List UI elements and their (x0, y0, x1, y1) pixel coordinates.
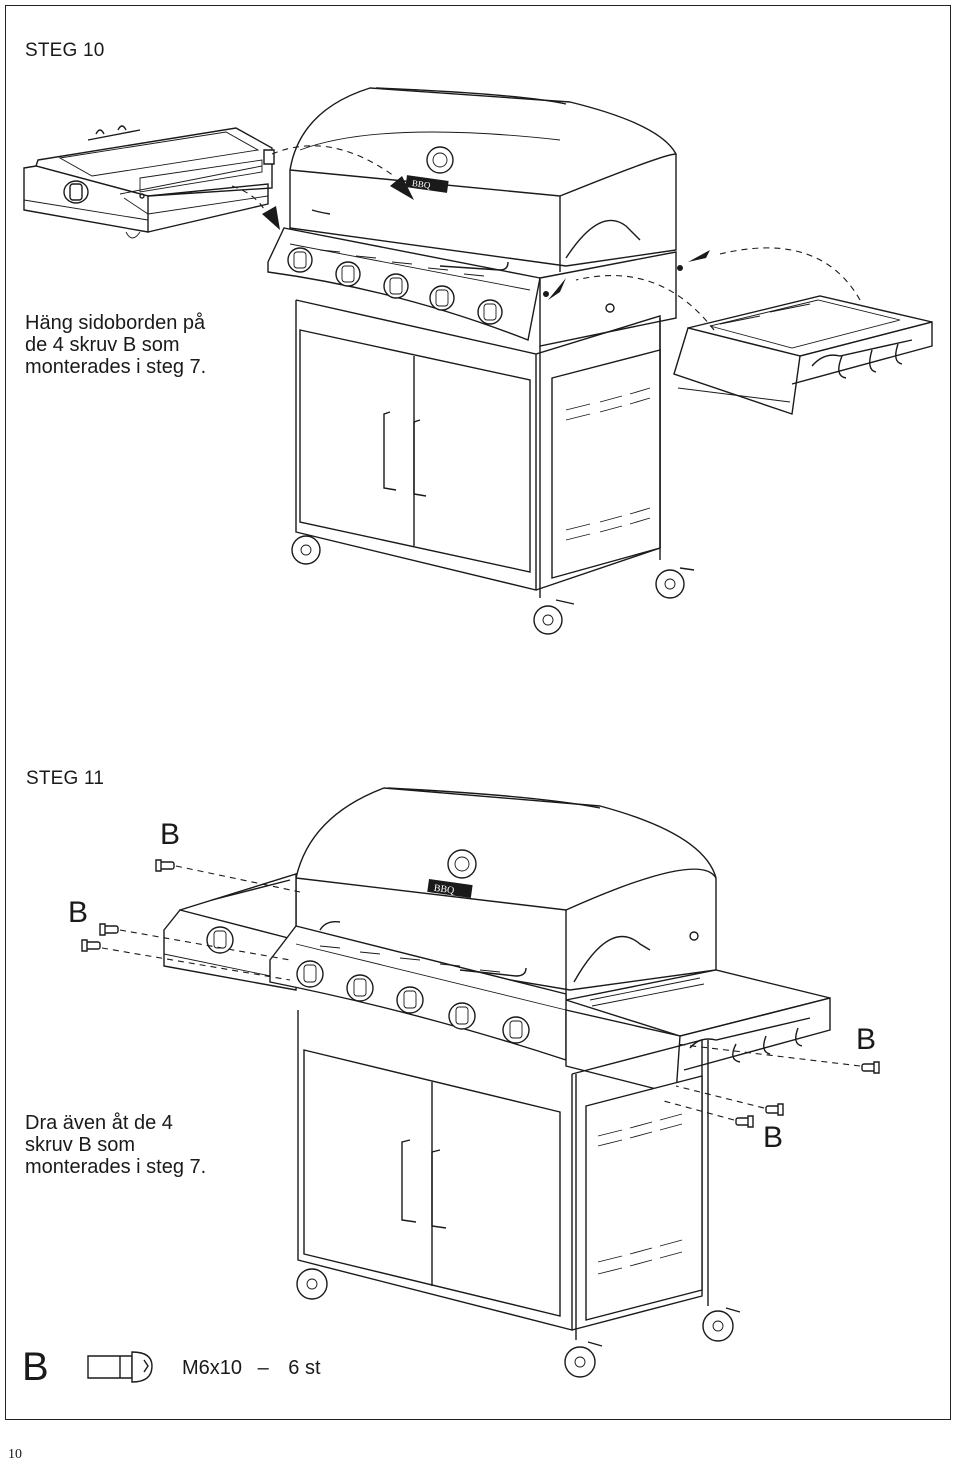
step-11-caption: Dra även åt de 4 skruv B som monterades … (25, 1112, 206, 1178)
callout-b-left: B (68, 896, 89, 929)
step-10-title: STEG 10 (25, 40, 105, 61)
logo-badge (405, 175, 449, 193)
logo-text: BBQ (411, 178, 431, 191)
burner-knob-icon (297, 961, 323, 987)
legend-letter: B (22, 1345, 49, 1389)
step-11-caption-line-1: Dra även åt de 4 (25, 1112, 173, 1134)
grill-lid (290, 88, 676, 266)
burner-knob-icon (397, 987, 423, 1013)
arrow-head-icon (688, 250, 710, 262)
wheel-icon (534, 606, 562, 634)
wheel-icon (297, 1269, 327, 1299)
arrow-path (232, 186, 270, 222)
bolt-b-left-1 (100, 924, 118, 935)
step-10-caption: Häng sidoborden på de 4 skruv B som mont… (25, 312, 206, 378)
bolt-icon (88, 1352, 152, 1382)
bolt-b-left-2 (82, 940, 100, 951)
step-11-caption-line-2: skruv B som (25, 1134, 136, 1156)
wheel-icon (292, 536, 320, 564)
burner-knob-icon (347, 975, 373, 1001)
thermometer-icon (448, 850, 476, 878)
callout-b-top: B (160, 818, 181, 851)
arrow-head-icon (390, 176, 414, 200)
main-grill-step10: BBQ (268, 88, 694, 634)
step-10-caption-line-1: Häng sidoborden på (25, 312, 206, 334)
callout-b-bottom: B (763, 1121, 784, 1154)
arrow-head-icon (548, 278, 566, 300)
right-side-table (674, 296, 932, 414)
legend-spec: M6x10 – 6 st (182, 1357, 321, 1380)
bolt-b-bottom-2 (736, 1116, 753, 1127)
bolt-b-right (862, 1062, 879, 1073)
logo-text: BBQ (433, 883, 456, 897)
callout-b-right: B (856, 1023, 877, 1056)
wheel-icon (656, 570, 684, 598)
burner-knob-icon (503, 1017, 529, 1043)
step-10-illustration: BBQ (24, 88, 932, 634)
legend-quantity: 6 st (288, 1357, 321, 1379)
step-11-illustration: BBQ (82, 788, 879, 1377)
step-10-caption-line-3: monterades i steg 7. (25, 356, 207, 378)
logo-badge (427, 878, 473, 898)
arrow-head-icon (262, 206, 280, 230)
page-number: 10 (8, 1447, 22, 1462)
step-11-caption-line-3: monterades i steg 7. (25, 1156, 207, 1178)
legend-dash: – (257, 1357, 269, 1379)
bolt-b-top (156, 860, 174, 871)
thermometer-icon (427, 147, 453, 173)
step-11-title: STEG 11 (26, 768, 105, 789)
wheel-icon (565, 1347, 595, 1377)
page-frame (5, 5, 951, 1420)
knob-icon (207, 927, 233, 953)
arrow-path (576, 276, 714, 330)
burner-knob-icon (449, 1003, 475, 1029)
arrow-path (720, 248, 860, 300)
left-side-table (24, 126, 274, 238)
bolt-b-bottom-1 (766, 1104, 783, 1115)
legend-part: M6x10 (182, 1357, 243, 1379)
step-10-caption-line-2: de 4 skruv B som (25, 334, 180, 356)
arrow-path (272, 146, 394, 176)
wheel-icon (703, 1311, 733, 1341)
cabinet-door-left (300, 330, 530, 572)
bracket-icon (264, 150, 274, 164)
